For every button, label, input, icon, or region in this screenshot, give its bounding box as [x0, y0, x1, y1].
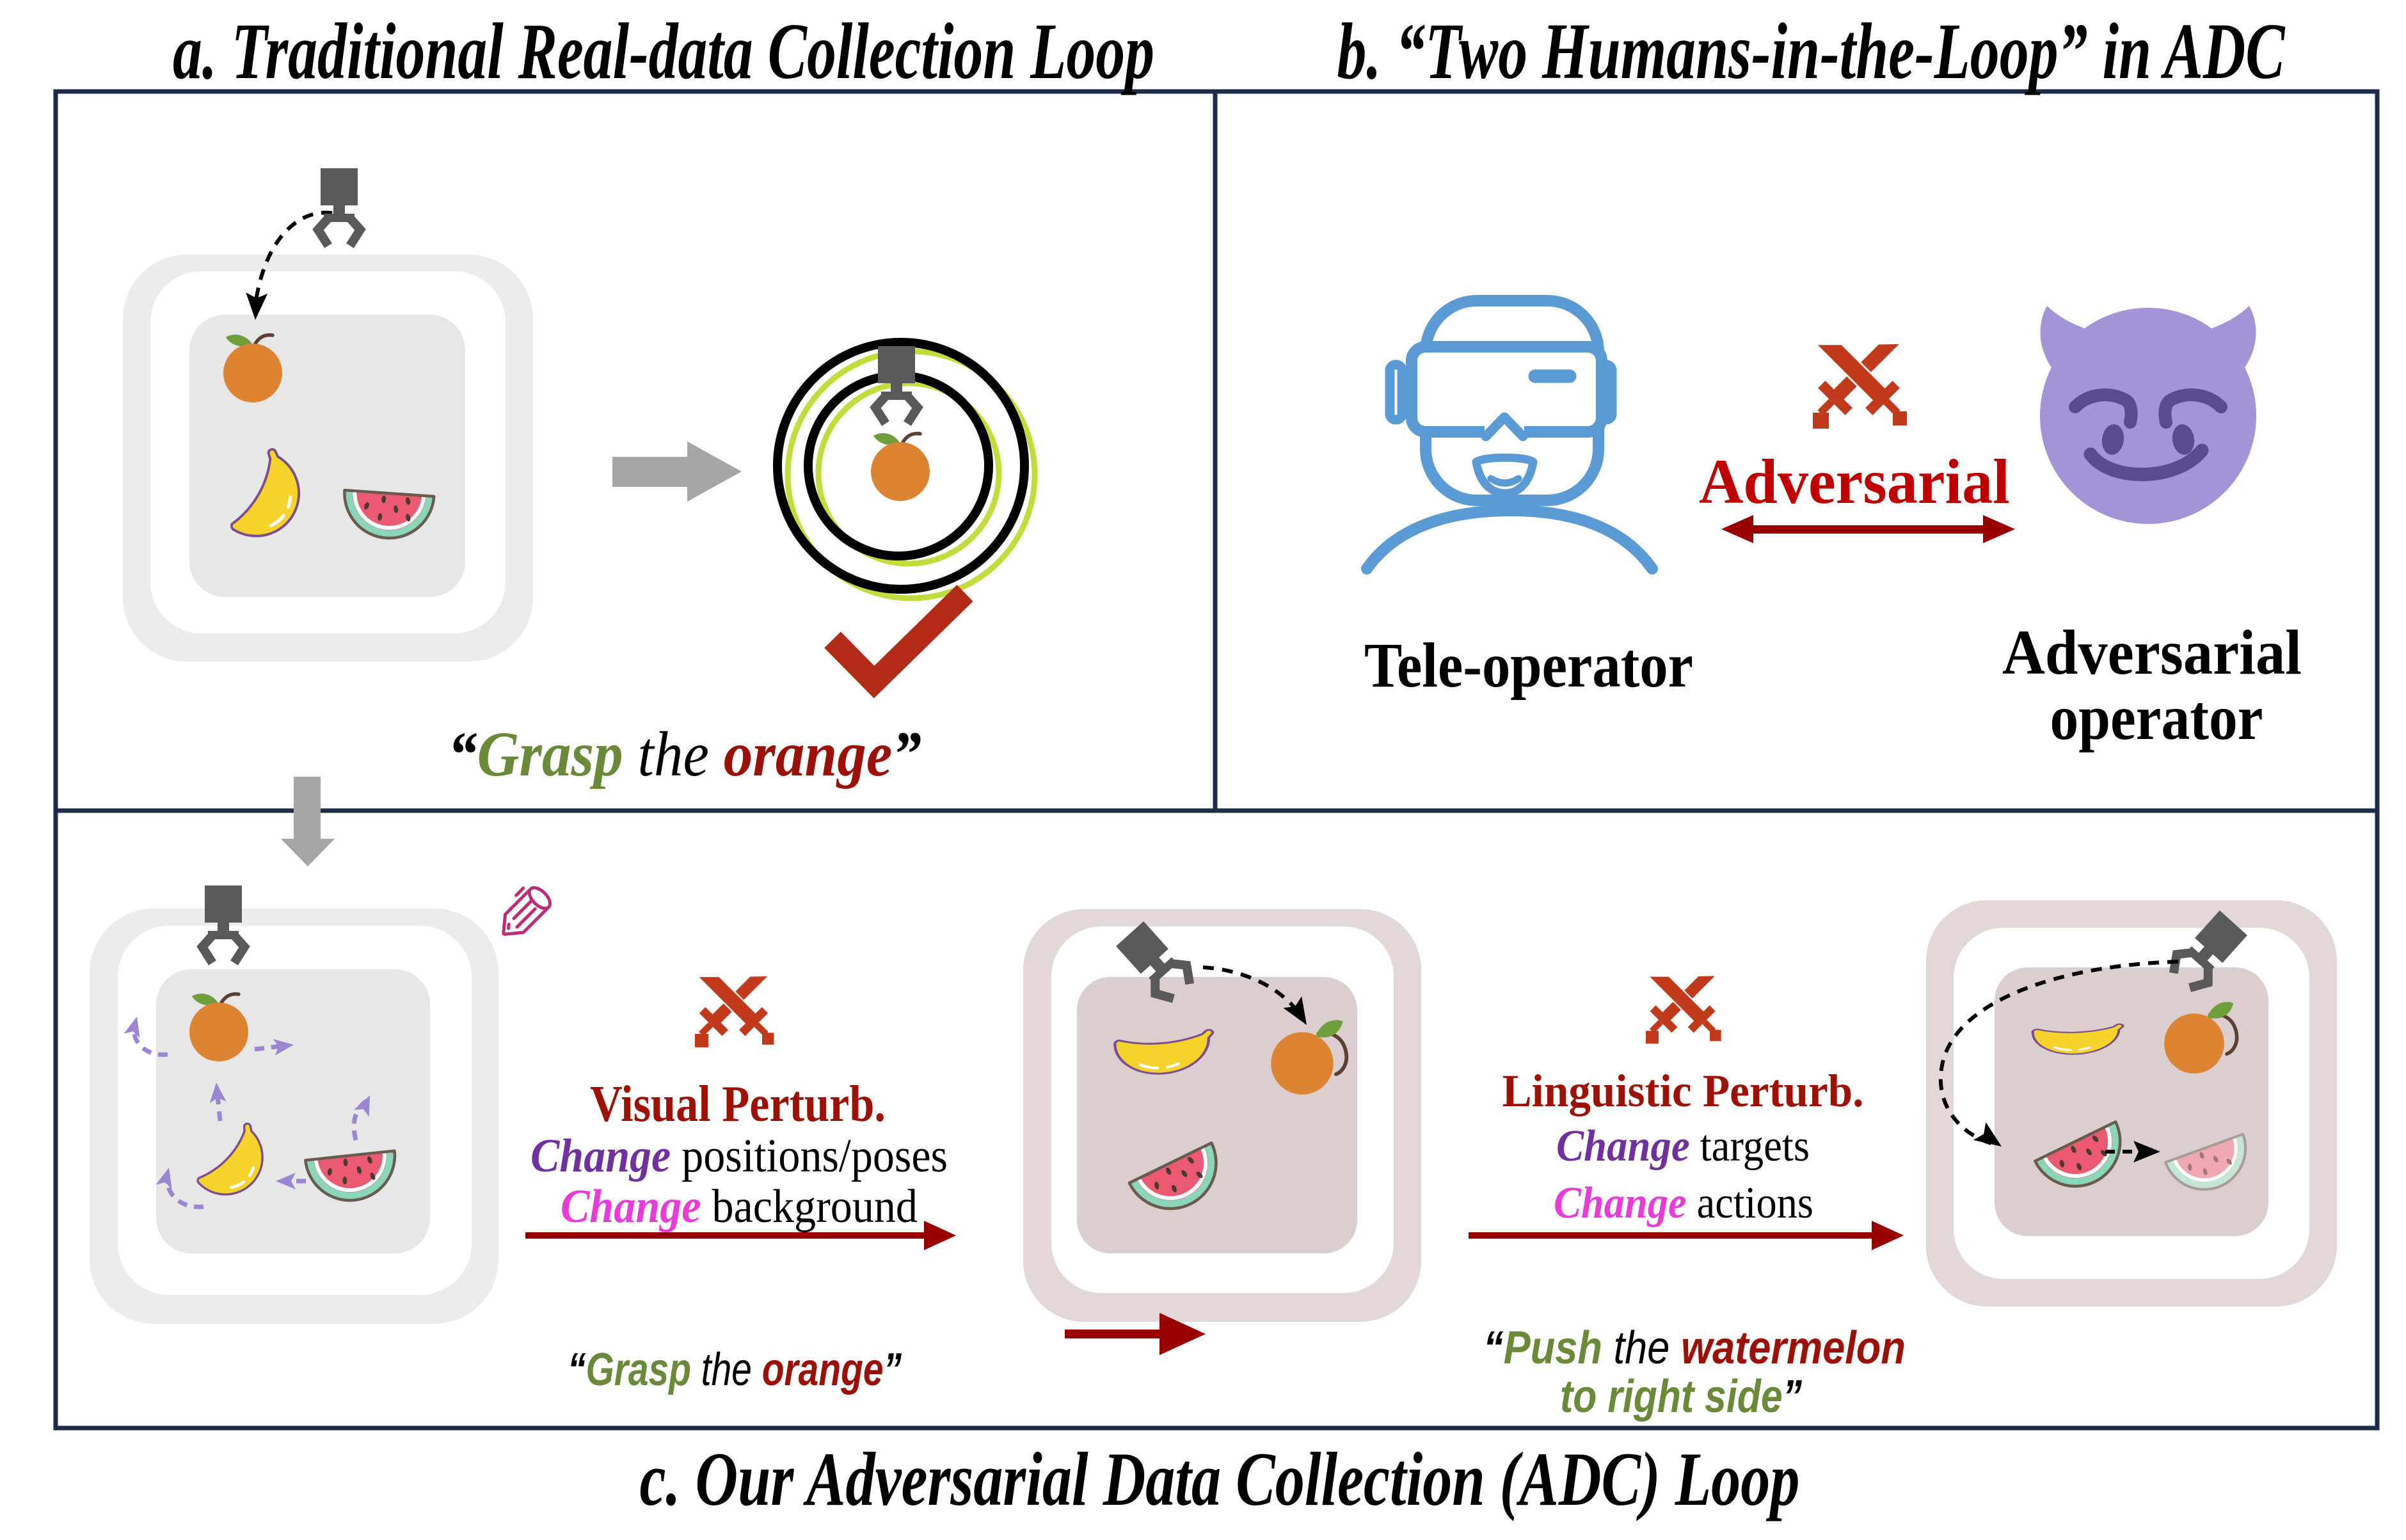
svg-text:“Grasp the orange”: “Grasp the orange” [448, 718, 921, 790]
svg-text:Change targets: Change targets [1556, 1122, 1810, 1171]
svg-text:operator: operator [2050, 682, 2263, 753]
svg-text:Change positions/poses: Change positions/poses [530, 1130, 948, 1182]
svg-text:Visual Perturb.: Visual Perturb. [590, 1076, 886, 1132]
svg-text:Change actions: Change actions [1554, 1179, 1813, 1228]
svg-text:a. Traditional Real-data Colle: a. Traditional Real-data Collection Loop [173, 8, 1154, 96]
svg-text:Adversarial: Adversarial [1699, 446, 2010, 517]
svg-text:Linguistic Perturb.: Linguistic Perturb. [1502, 1065, 1864, 1116]
svg-text:c. Our Adversarial Data Collec: c. Our Adversarial Data Collection (ADC)… [640, 1436, 1800, 1521]
svg-text:Tele-operator: Tele-operator [1364, 630, 1693, 701]
svg-text:to right side”: to right side” [1560, 1371, 1802, 1422]
svg-text:Adversarial: Adversarial [2002, 617, 2302, 688]
svg-text:“Push the watermelon: “Push the watermelon [1483, 1322, 1906, 1374]
svg-text:Change background: Change background [561, 1180, 918, 1233]
svg-text:“Grasp the orange”: “Grasp the orange” [568, 1344, 902, 1395]
svg-text:b. “Two Humans-in-the-Loop” in: b. “Two Humans-in-the-Loop” in ADC [1337, 8, 2286, 96]
